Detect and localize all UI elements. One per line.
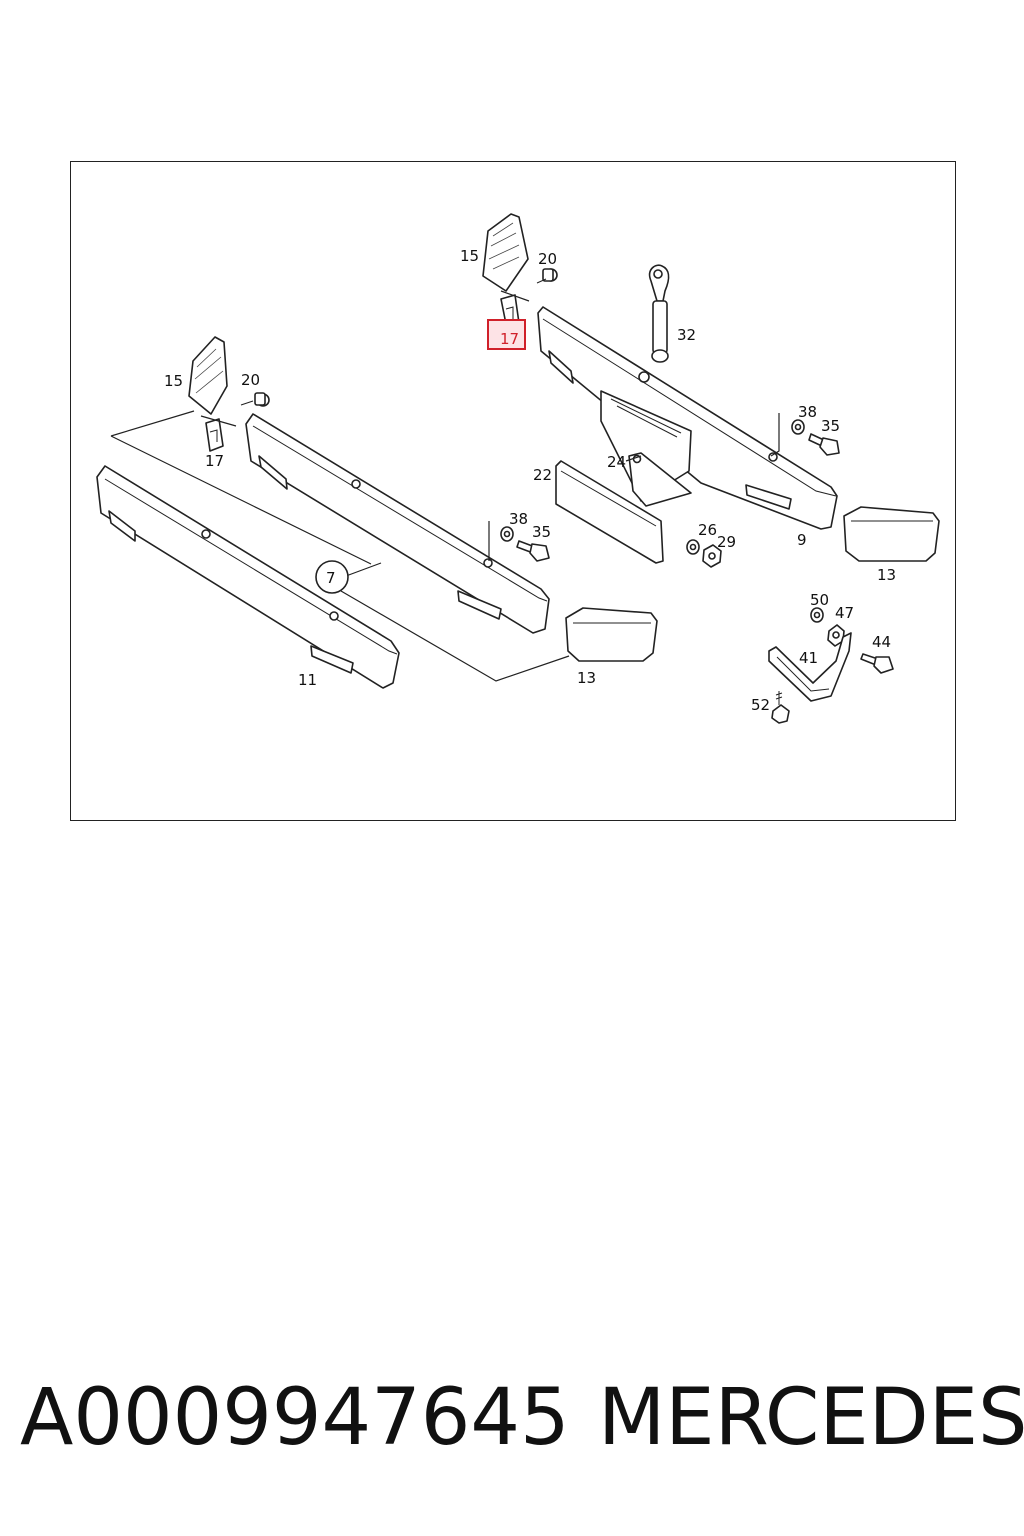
- callout-35-right: 35: [821, 417, 840, 435]
- nut-29: [702, 544, 722, 568]
- part-number: A0009947645: [20, 1373, 570, 1463]
- bracket-15-left: [188, 336, 228, 415]
- callout-7-circle: [315, 560, 349, 594]
- bumper-front-upper: [245, 413, 550, 634]
- callout-38-right: 38: [798, 403, 817, 421]
- callout-35-left: 35: [532, 523, 551, 541]
- callout-22: 22: [533, 466, 552, 484]
- bolt-35-left: [516, 540, 550, 562]
- callout-26: 26: [698, 521, 717, 539]
- callout-20-left: 20: [241, 371, 260, 389]
- callout-29: 29: [717, 533, 736, 551]
- highlight-box-17[interactable]: [487, 319, 526, 350]
- leader-7: [340, 562, 570, 682]
- callout-17-left: 17: [205, 452, 224, 470]
- washer-38-right: [791, 419, 805, 435]
- leader-left-bracket: [110, 410, 372, 565]
- callout-38-left: 38: [509, 510, 528, 528]
- callout-17-highlighted[interactable]: 17: [500, 330, 519, 348]
- callout-13-right: 13: [877, 566, 896, 584]
- callout-52: 52: [751, 696, 770, 714]
- bolt-20-upper: [536, 268, 558, 284]
- callout-44: 44: [872, 633, 891, 651]
- footer: A0009947645 MERCEDES: [0, 1368, 1024, 1478]
- tow-hook-32: [648, 264, 670, 363]
- callout-15-upper: 15: [460, 247, 479, 265]
- washer-50: [810, 607, 824, 623]
- callout-20-upper: 20: [538, 250, 557, 268]
- bracket-15-upper: [482, 213, 529, 292]
- callout-47: 47: [835, 604, 854, 622]
- leader-38-35-right: [770, 413, 780, 457]
- bolt-20-left: [240, 392, 270, 407]
- callout-32: 32: [677, 326, 696, 344]
- clip-17-left: [205, 418, 224, 452]
- bumper-9: [537, 306, 838, 530]
- callout-11: 11: [298, 671, 317, 689]
- cover-22: [555, 460, 664, 564]
- brand-name: MERCEDES: [598, 1373, 1024, 1463]
- bolt-44: [860, 653, 894, 674]
- bolt-35-right: [808, 433, 840, 456]
- parts-diagram-frame: 15 20 17 32 15 20 17 38 35 24 22 38 35 2…: [70, 161, 956, 821]
- callout-50: 50: [810, 591, 829, 609]
- washer-38-left: [500, 526, 514, 542]
- mudflap-41: [768, 632, 852, 702]
- end-cap-13-right: [843, 506, 940, 562]
- leader-24: [625, 455, 642, 462]
- bumper-11: [96, 465, 400, 689]
- leader-upper-bracket: [500, 290, 530, 302]
- callout-15-left: 15: [164, 372, 183, 390]
- callout-41: 41: [799, 649, 818, 667]
- callout-7: 7: [326, 569, 336, 587]
- callout-24: 24: [607, 453, 626, 471]
- end-cap-13-middle: [565, 607, 658, 662]
- exploded-parts-diagram: 15 20 17 32 15 20 17 38 35 24 22 38 35 2…: [96, 213, 940, 724]
- callout-13-middle: 13: [577, 669, 596, 687]
- callout-9: 9: [797, 531, 807, 549]
- screw-52: [771, 691, 790, 724]
- washer-26: [686, 539, 700, 555]
